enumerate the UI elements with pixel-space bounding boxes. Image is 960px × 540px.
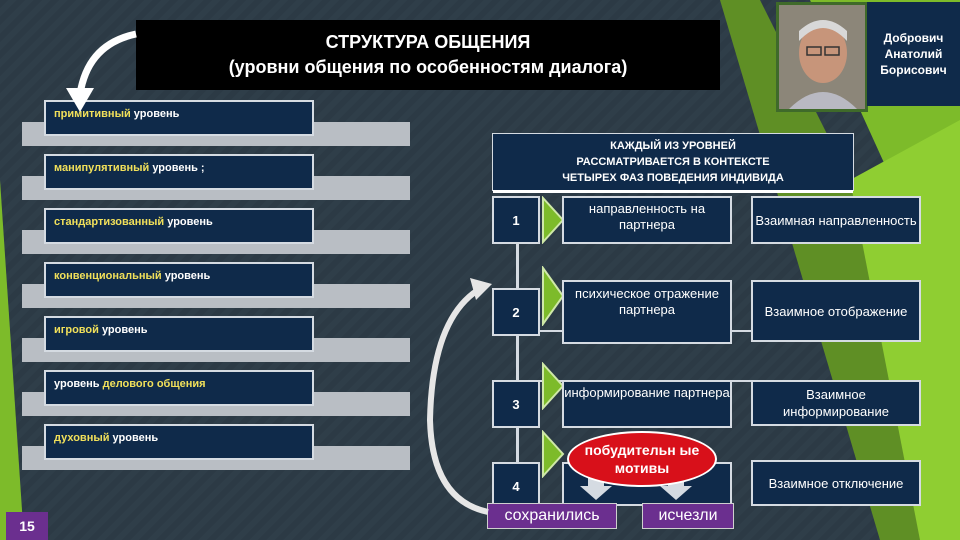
page-number: 15 <box>6 512 48 540</box>
mutual-4: Взаимное отключение <box>751 460 921 506</box>
arrow-right-icon <box>542 430 565 478</box>
level-standardized: стандартизованный уровень <box>44 208 314 244</box>
level-business: уровень делового общения <box>44 370 314 406</box>
level-game: игровой уровень <box>44 316 314 352</box>
arrow-right-icon <box>542 196 565 244</box>
tag-kept: сохранились <box>487 503 617 529</box>
phase-3: информирование партнера <box>562 380 732 428</box>
phase-1: направленность на партнера <box>562 196 732 244</box>
level-highlight: игровой <box>54 324 99 336</box>
level-highlight: стандартизованный <box>54 216 165 228</box>
slide-title: СТРУКТУРА ОБЩЕНИЯ (уровни общения по осо… <box>136 20 720 90</box>
context-line3: ЧЕТЫРЕХ ФАЗ ПОВЕДЕНИЯ ИНДИВИДА <box>562 172 784 184</box>
slide-title-line1: СТРУКТУРА ОБЩЕНИЯ <box>325 32 531 52</box>
context-line1: КАЖДЫЙ ИЗ УРОВНЕЙ <box>610 140 736 152</box>
level-highlight: духовный <box>54 432 110 444</box>
level-spiritual: духовный уровень <box>44 424 314 460</box>
author-name: Добрович Анатолий Борисович <box>867 2 960 106</box>
level-highlight: конвенциональный <box>54 270 162 282</box>
level-text: уровень <box>54 378 103 390</box>
level-highlight: делового общения <box>102 378 206 390</box>
level-primitive: примитивный уровень <box>44 100 314 136</box>
decorative-left-spike <box>0 180 24 540</box>
level-manipulative: манипулятивный уровень ; <box>44 154 314 190</box>
level-highlight: манипулятивный <box>54 162 150 174</box>
level-text: уровень <box>109 432 159 444</box>
context-line2: РАССМАТРИВАЕТСЯ В КОНТЕКСТЕ <box>576 156 770 168</box>
level-text: уровень <box>164 216 213 228</box>
level-text: уровень <box>161 270 211 282</box>
author-photo <box>776 2 868 112</box>
phase-number-2: 2 <box>492 288 540 336</box>
arrow-right-icon <box>542 362 565 410</box>
level-highlight: примитивный <box>54 108 131 120</box>
phase-number-3: 3 <box>492 380 540 428</box>
level-text: уровень <box>130 108 180 120</box>
level-text: уровень <box>98 324 148 336</box>
tag-gone: исчезли <box>642 503 734 529</box>
level-text: уровень ; <box>149 162 205 174</box>
level-conventional: конвенциональный уровень <box>44 262 314 298</box>
phase-2: психическое отражение партнера <box>562 280 732 344</box>
author-surname: Добрович <box>883 31 944 45</box>
mutual-1: Взаимная направленность <box>751 196 921 244</box>
phase-number-1: 1 <box>492 196 540 244</box>
author-firstname: Анатолий <box>884 47 943 61</box>
phase-connector-line <box>516 220 519 500</box>
mutual-2: Взаимное отображение <box>751 280 921 342</box>
author-patronymic: Борисович <box>880 63 947 77</box>
arrow-right-icon <box>542 266 565 326</box>
motives-oval: побудительн ые мотивы <box>567 431 717 487</box>
context-box: КАЖДЫЙ ИЗ УРОВНЕЙ РАССМАТРИВАЕТСЯ В КОНТ… <box>492 133 854 193</box>
mutual-3: Взаимное информирование <box>751 380 921 426</box>
slide-title-line2: (уровни общения по особенностям диалога) <box>228 57 628 77</box>
